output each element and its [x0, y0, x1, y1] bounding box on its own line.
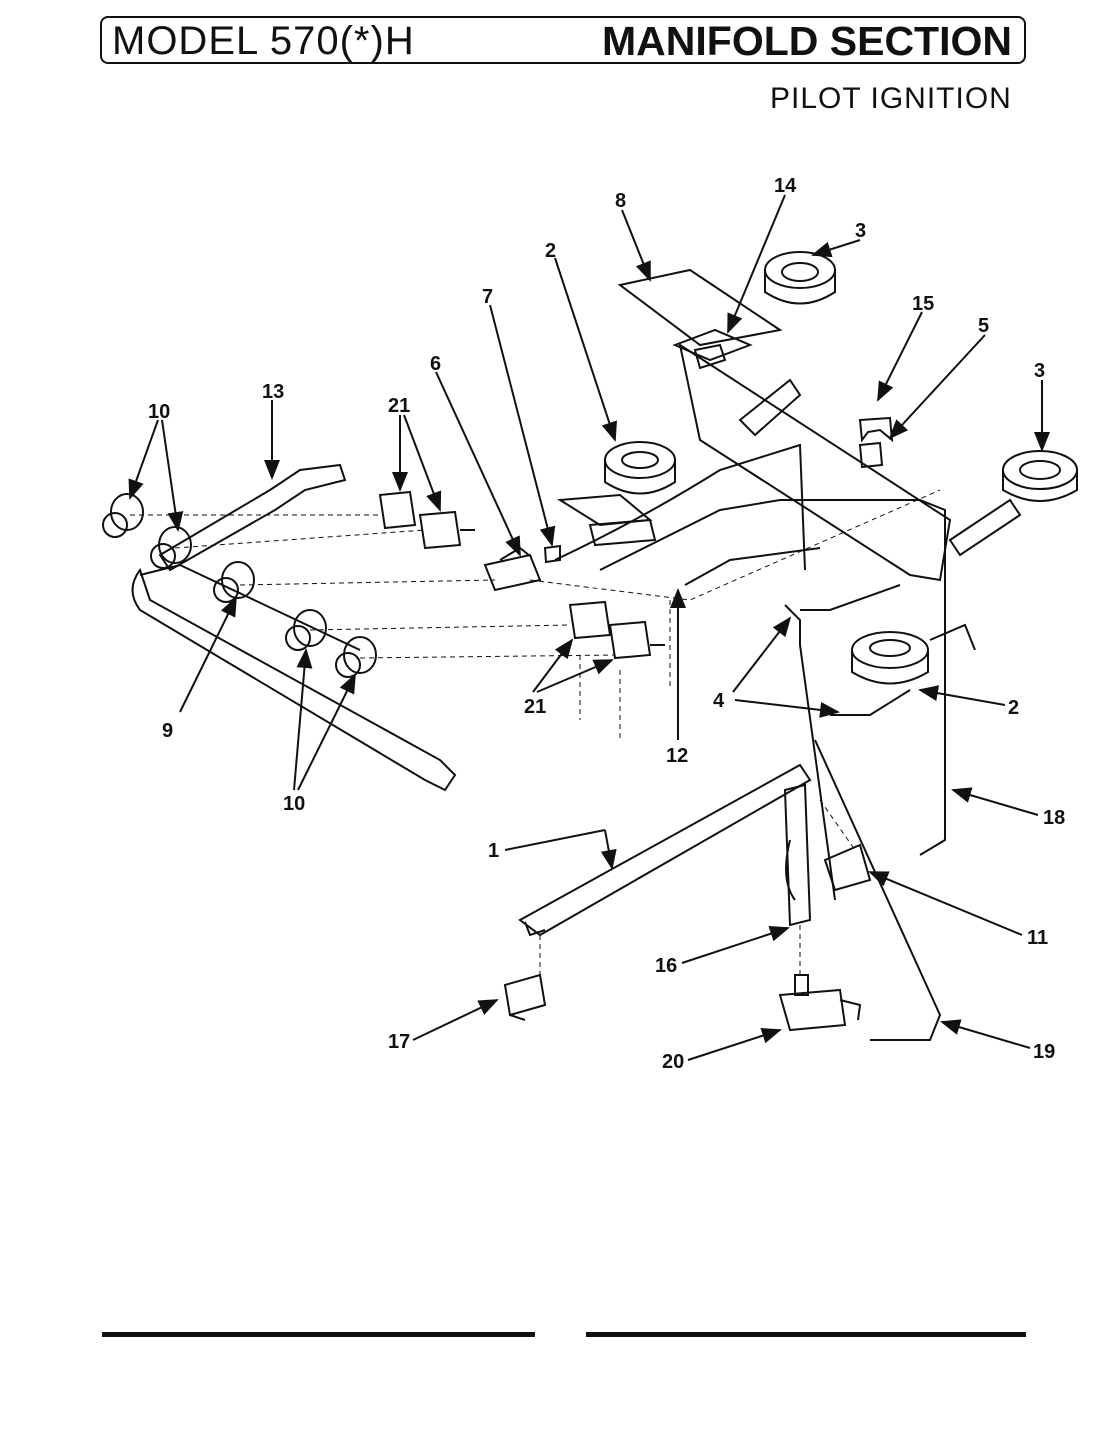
footer-rule-left — [102, 1332, 535, 1337]
knob-10e — [335, 636, 377, 678]
callout-6: 6 — [430, 353, 441, 375]
parts-drawing — [102, 251, 1078, 1041]
callout-18: 18 — [1043, 807, 1065, 829]
callout-2-right: 2 — [1008, 697, 1019, 719]
broil-burner-1 — [518, 763, 812, 937]
pilot-nut-5 — [858, 441, 884, 469]
burner-2-right — [830, 623, 976, 716]
callout-12: 12 — [666, 745, 688, 767]
callout-3-rear: 3 — [855, 220, 866, 242]
callout-10-upper: 10 — [148, 401, 170, 423]
broil-tube-16 — [783, 783, 812, 927]
broil-burner-end — [524, 921, 546, 937]
valve-21-lower — [568, 600, 665, 660]
pilot-tubing-18 — [599, 499, 946, 856]
bracket-17 — [503, 973, 547, 1021]
main-manifold-9 — [131, 567, 457, 792]
burner-bracket-8 — [617, 268, 783, 347]
pilot-tubing-a — [554, 443, 806, 571]
footer-rule-right — [586, 1332, 1026, 1337]
callout-9: 9 — [162, 720, 173, 742]
pilot-tubing-12 — [684, 547, 821, 586]
regulator-6 — [483, 546, 542, 592]
callout-labels: 14 8 3 2 15 5 3 7 13 21 6 10 9 21 12 4 2… — [148, 175, 1065, 1073]
burner-box-plate — [678, 342, 952, 582]
callout-17: 17 — [388, 1031, 410, 1053]
callout-11: 11 — [1027, 927, 1048, 949]
callout-1: 1 — [488, 840, 499, 862]
callout-21-upper: 21 — [388, 395, 410, 417]
burner-3-right — [948, 450, 1078, 557]
section-subtitle: PILOT IGNITION — [770, 82, 1012, 115]
pilot-bracket-15 — [858, 416, 894, 443]
thermostat-valve-20 — [778, 988, 862, 1032]
knob-10c — [213, 561, 255, 603]
burner-3-rear — [738, 251, 836, 437]
callout-8: 8 — [615, 190, 626, 212]
title-frame: MODEL 570(*)H MANIFOLD SECTION — [100, 16, 1026, 64]
pilot-tube-19-upper — [784, 604, 836, 901]
callout-10-lower: 10 — [283, 793, 305, 815]
tube-13 — [158, 463, 347, 572]
callout-15: 15 — [912, 293, 934, 315]
callout-20: 20 — [662, 1051, 684, 1073]
callout-16: 16 — [655, 955, 677, 977]
callout-2-left: 2 — [545, 240, 556, 262]
model-title: MODEL 570(*)H — [112, 19, 415, 63]
bracket-11 — [823, 843, 872, 892]
valve-21-upper — [378, 490, 475, 550]
callout-13: 13 — [262, 381, 284, 403]
section-title: MANIFOLD SECTION — [602, 18, 1012, 64]
callout-3-right: 3 — [1034, 360, 1045, 382]
callout-21-lower: 21 — [524, 696, 546, 718]
knob-10a — [102, 493, 144, 538]
assembly-lines — [130, 489, 941, 975]
pilot-part-14 — [672, 328, 753, 370]
valve-20-inlet — [794, 974, 809, 996]
callout-14: 14 — [774, 175, 797, 197]
leader-lines — [128, 194, 1050, 1061]
callout-4: 4 — [713, 690, 725, 712]
callout-5: 5 — [978, 315, 989, 337]
callout-7: 7 — [482, 286, 493, 308]
manifold-upper-edge — [139, 563, 361, 651]
callout-19: 19 — [1033, 1041, 1055, 1063]
pilot-tube-4a — [800, 584, 901, 611]
